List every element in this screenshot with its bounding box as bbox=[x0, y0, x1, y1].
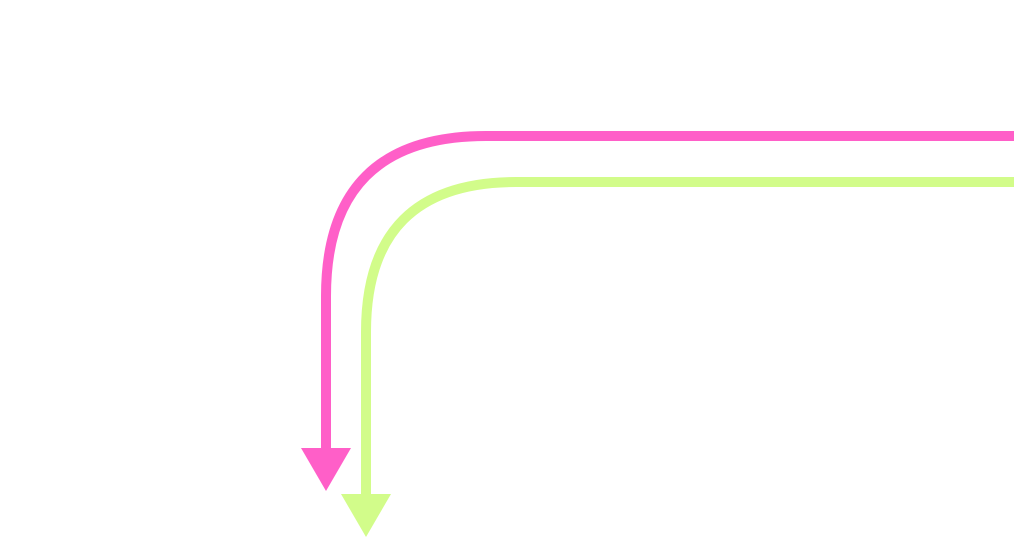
arrow-lime-line bbox=[361, 177, 1014, 497]
arrow-pink-line bbox=[321, 131, 1014, 450]
arrow-lime-head bbox=[341, 494, 391, 537]
arrow-pink-head bbox=[301, 448, 351, 491]
arrow-lime bbox=[341, 177, 1014, 537]
arrow-pink bbox=[301, 131, 1014, 491]
